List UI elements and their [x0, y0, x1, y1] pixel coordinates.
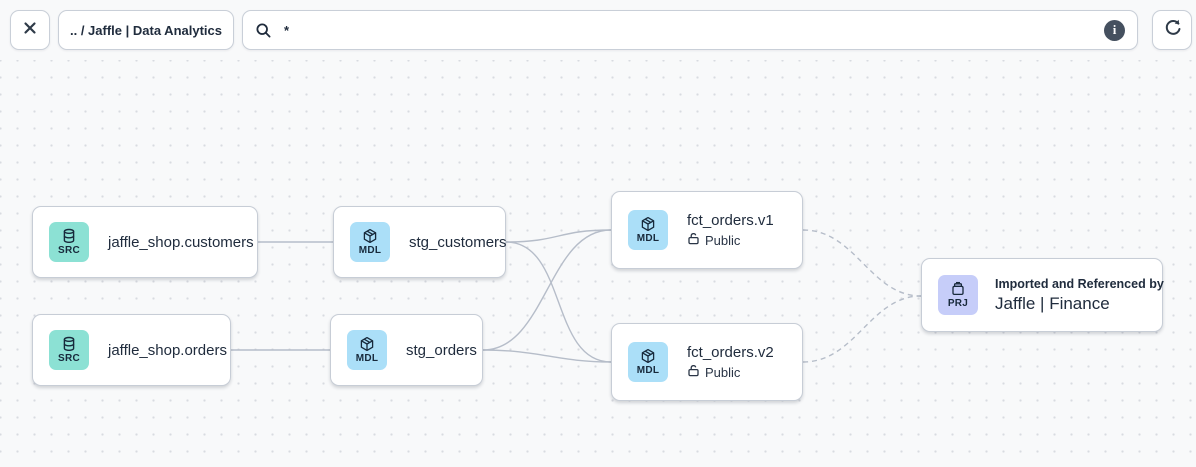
- info-icon[interactable]: i: [1104, 19, 1125, 41]
- database-icon: [61, 336, 77, 352]
- archive-icon: [950, 281, 966, 297]
- source-badge: SRC: [49, 222, 89, 262]
- node-label: jaffle_shop.customers: [108, 233, 254, 251]
- search-input[interactable]: [284, 22, 1104, 38]
- unlock-icon: [687, 232, 700, 248]
- model-badge: MDL: [628, 210, 668, 250]
- unlock-icon: [687, 364, 700, 380]
- node-project-jaffle-finance[interactable]: PRJ Imported and Referenced by Jaffle | …: [921, 258, 1164, 332]
- node-label: fct_orders.v2: [687, 344, 774, 361]
- badge-label: SRC: [57, 245, 80, 256]
- close-button[interactable]: [10, 10, 50, 50]
- badge-label: SRC: [57, 353, 80, 364]
- node-source-jaffle-shop-customers[interactable]: SRC jaffle_shop.customers: [32, 206, 258, 278]
- project-badge: PRJ: [938, 275, 978, 315]
- model-badge: MDL: [628, 342, 668, 382]
- badge-label: MDL: [636, 233, 660, 244]
- node-source-jaffle-shop-orders[interactable]: SRC jaffle_shop.orders: [32, 314, 231, 386]
- badge-label: MDL: [355, 353, 379, 364]
- cube-icon: [640, 216, 656, 232]
- badge-label: MDL: [358, 245, 382, 256]
- model-badge: MDL: [350, 222, 390, 262]
- project-label: Jaffle | Finance: [995, 293, 1110, 313]
- access-label: Public: [705, 232, 741, 248]
- project-subtitle: Imported and Referenced by: [995, 276, 1164, 291]
- node-label: stg_customers: [409, 233, 507, 251]
- badge-label: PRJ: [947, 298, 969, 309]
- cube-icon: [640, 348, 656, 364]
- model-badge: MDL: [347, 330, 387, 370]
- node-model-stg-orders[interactable]: MDL stg_orders: [330, 314, 483, 386]
- search-icon: [255, 22, 272, 39]
- refresh-button[interactable]: [1152, 10, 1192, 50]
- source-badge: SRC: [49, 330, 89, 370]
- node-model-stg-customers[interactable]: MDL stg_customers: [333, 206, 507, 278]
- node-label: fct_orders.v1: [687, 212, 774, 229]
- node-model-fct-orders-v1[interactable]: MDL fct_orders.v1 Public: [611, 191, 803, 269]
- close-icon: [22, 20, 38, 41]
- badge-label: MDL: [636, 365, 660, 376]
- cube-icon: [359, 336, 375, 352]
- node-label: stg_orders: [406, 341, 477, 359]
- refresh-icon: [1163, 18, 1182, 42]
- search-box[interactable]: i: [242, 10, 1138, 50]
- access-label: Public: [705, 364, 741, 380]
- node-label: jaffle_shop.orders: [108, 341, 227, 359]
- cube-icon: [362, 228, 378, 244]
- breadcrumb[interactable]: .. / Jaffle | Data Analytics: [58, 10, 234, 50]
- database-icon: [61, 228, 77, 244]
- node-model-fct-orders-v2[interactable]: MDL fct_orders.v2 Public: [611, 323, 803, 401]
- breadcrumb-label: .. / Jaffle | Data Analytics: [70, 22, 222, 38]
